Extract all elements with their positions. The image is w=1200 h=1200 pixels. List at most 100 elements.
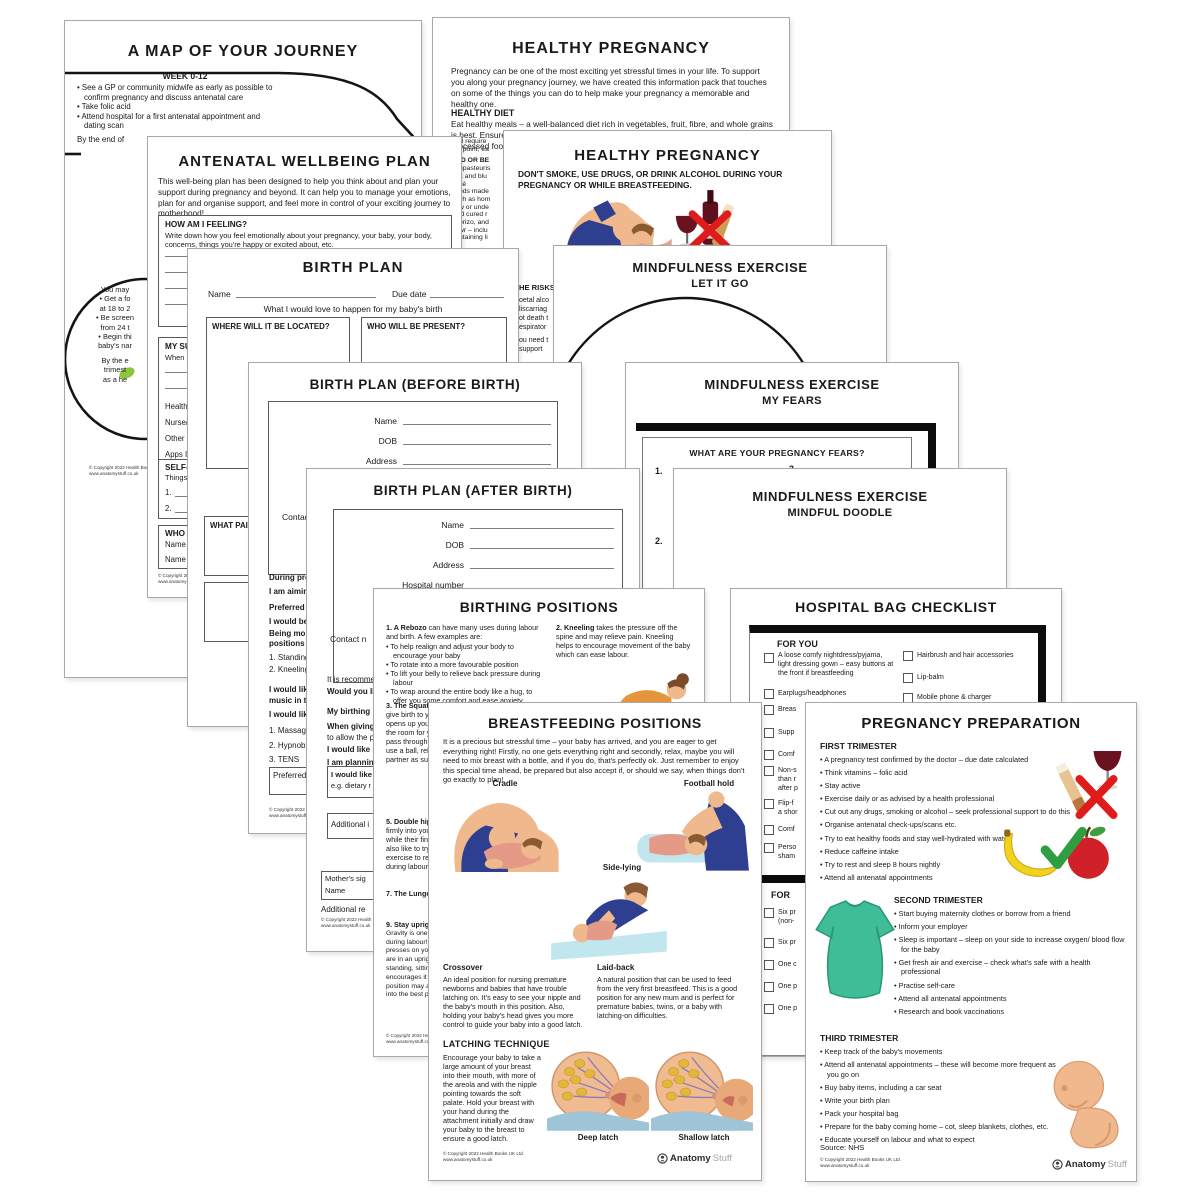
checklist-item: One p — [778, 1005, 798, 1012]
due-date-field-line — [430, 297, 504, 298]
fragment-line: partner as supp — [386, 755, 436, 764]
checklist-item: One p — [778, 983, 798, 990]
name-field-line — [236, 297, 376, 298]
box-heading: SELF-CAR — [165, 463, 207, 472]
fragment-line: t point, ea — [459, 145, 489, 153]
fragment-line: Gravity is one of — [386, 929, 436, 937]
list-item: Try to rest and sleep 8 hours nightly — [820, 860, 1070, 870]
position-lead: 9. Stay upright — [386, 921, 436, 929]
clipped-text-column: 'll require t point, ea ID OR BE npasteu… — [459, 138, 505, 242]
box-description: Write down how you feel emotionally abou… — [165, 231, 432, 250]
fragment-line: during labour! Y — [386, 938, 434, 946]
healthy-food-illustration — [1003, 826, 1109, 879]
position-lead: 1. A Rebozo — [386, 623, 427, 632]
checklist-item: (non- — [778, 918, 795, 925]
bullet-item: Attend hospital for a first antenatal ap… — [77, 112, 283, 131]
numbered-line: 2. — [165, 504, 172, 513]
cradle-position-illustration — [454, 802, 559, 872]
plan-item: I would like r — [327, 745, 376, 754]
page-title: BREASTFEEDING POSITIONS — [488, 715, 702, 731]
field-label: DOB — [378, 436, 397, 446]
checklist-item: sham — [778, 853, 796, 860]
checklist-item: Six pr — [778, 939, 796, 946]
red-x-icon — [688, 210, 732, 251]
contact-label: Contact — [282, 512, 312, 522]
position-1-bullets: To help realign and adjust your body to … — [386, 642, 548, 705]
checklist-item: Comf — [778, 826, 795, 833]
checkbox — [764, 908, 774, 918]
fragment-line: 'll require — [459, 138, 487, 145]
list-item: Educate yourself on labour and what to e… — [820, 1135, 1066, 1145]
copyright-line: © Copyright 2022 Health Books UK Ltd. — [321, 917, 383, 922]
list-item: Think vitamins – folic acid — [820, 768, 1070, 778]
logo-text-bold: Anatomy — [670, 1153, 711, 1164]
plan-item: Would you li — [327, 687, 375, 696]
copyright-line: www.anatomystuff.co.uk — [158, 579, 208, 584]
plan-item: 3. TENS — [269, 755, 300, 764]
checklist-item: Breas — [778, 706, 797, 713]
position-label: Cradle — [492, 779, 518, 788]
fragment-line: • Begin thi — [98, 332, 132, 342]
football-hold-illustration — [637, 791, 749, 871]
list-item: Stay active — [820, 781, 1070, 791]
copyright-line: www.anatomystuff.co.uk — [443, 1157, 493, 1162]
fragment-line: ou need t — [519, 337, 549, 344]
page-title: BIRTHING POSITIONS — [459, 599, 619, 615]
intro-paragraph: It is a precious but stressful time – yo… — [443, 737, 745, 784]
box-description: Things I like t — [165, 473, 209, 482]
field-label: Name — [165, 555, 186, 564]
position-7-text: 7. The Lunge op — [386, 889, 442, 898]
field-label: Apps I can u — [165, 450, 208, 459]
list-item: Buy baby items, including a car seat — [820, 1083, 1066, 1093]
plan-item: I would like — [269, 710, 313, 719]
fragment-line: ft and blu — [459, 172, 487, 180]
fragment-line: also like to try t — [386, 844, 434, 853]
field-line — [403, 444, 551, 445]
checkbox — [764, 960, 774, 970]
plan-item: It is recomme — [327, 675, 376, 684]
list-item: Get fresh air and exercise – check what'… — [894, 958, 1130, 977]
additional-line: Additional re — [321, 905, 366, 914]
plan-item: I would be h — [269, 617, 316, 626]
side-lying-illustration — [551, 882, 667, 960]
field-line — [470, 548, 614, 549]
fragment-line: orizo, and — [459, 219, 489, 227]
list-item: Attend all antenatal appointments – thes… — [820, 1060, 1066, 1079]
position-label: Laid-back — [597, 963, 635, 972]
checklist-item: Hairbrush and hair accessories — [917, 652, 1014, 659]
plan-item: Being mobil — [269, 629, 315, 638]
anatomystuff-logo-icon — [1052, 1159, 1063, 1170]
copyright-line: © Copyright 2022 Health Books UK Ltd. — [89, 465, 151, 470]
list-item: A pregnancy test confirmed by the doctor… — [820, 755, 1070, 765]
fragment-line: exercise to relie — [386, 853, 437, 862]
fragment-line: opens up your p — [386, 719, 438, 728]
green-check-icon — [1040, 826, 1087, 869]
bullet-item: Take folic acid — [77, 102, 283, 112]
position-paragraph: A natural position that can be used to f… — [597, 975, 738, 1020]
checklist-item: Comf — [778, 751, 795, 758]
section-heading: LATCHING TECHNIQUE — [443, 1039, 550, 1049]
field-label: Name — [374, 416, 397, 426]
week-heading: WEEK 0-12 — [162, 71, 208, 81]
page-title: BIRTH PLAN (AFTER BIRTH) — [373, 483, 573, 498]
no-alcohol-breastfeeding-illustration — [566, 190, 734, 251]
plan-item: music in the — [269, 696, 316, 705]
first-trimester-list: A pregnancy test confirmed by the doctor… — [820, 755, 1070, 886]
position-5-text: 5. Double hip sq firmly into your while … — [386, 817, 686, 871]
fragment-line: presses on your — [386, 947, 435, 955]
maternity-shirt-illustration — [815, 900, 895, 999]
bullet-item: See a GP or community midwife as early a… — [77, 83, 283, 102]
checklist-item: Perso — [778, 844, 797, 851]
field-line — [470, 568, 614, 569]
checklist-item: Earplugs/headphones — [778, 690, 847, 697]
checkbox — [903, 673, 913, 683]
subtitle: What I would love to happen for my baby'… — [263, 304, 443, 314]
copyright-line: www.anatomystuff.co.uk — [820, 1163, 870, 1168]
clipped-text-column: HE RISKS oetal alco liscarriag ot death … — [519, 283, 555, 354]
logo-text-bold: Anatomy — [1065, 1159, 1106, 1170]
plan-item: I would like — [269, 685, 313, 694]
plan-item: Preferred p — [269, 603, 312, 612]
field-label: Address — [365, 456, 397, 466]
box-heading: WHAT PAIN — [210, 521, 254, 530]
section-heading: HEALTHY DIET — [451, 108, 515, 118]
